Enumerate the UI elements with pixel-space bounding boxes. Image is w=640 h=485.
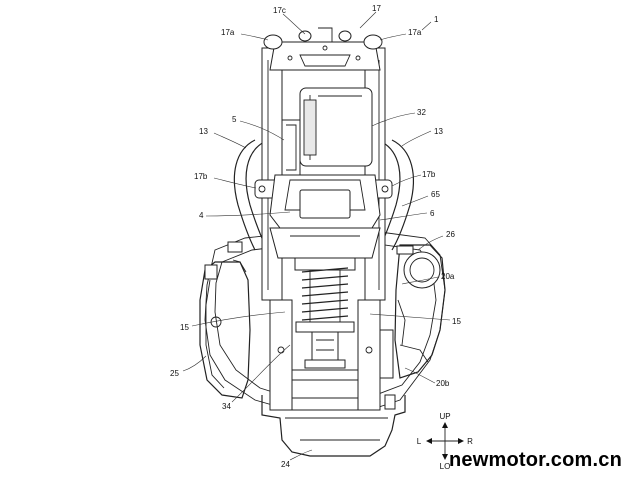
watermark-text: newmotor.com.cn <box>448 449 622 471</box>
left-crankcase-cover <box>199 241 251 399</box>
label-13-right: 13 <box>434 127 443 136</box>
label-13-left: 13 <box>199 127 208 136</box>
label-5: 5 <box>232 115 237 124</box>
air-cleaner <box>299 87 373 167</box>
label-17a-left: 17a <box>221 28 235 37</box>
direction-lo-label: LO <box>440 462 451 471</box>
lower-frame-links <box>269 299 381 411</box>
label-4: 4 <box>199 211 204 220</box>
direction-right-label: R <box>467 437 473 446</box>
label-17: 17 <box>372 4 381 13</box>
cylinder-block <box>269 119 381 259</box>
label-6: 6 <box>430 209 435 218</box>
label-17a-right: 17a <box>408 28 422 37</box>
reference-numerals: 1 17c 17 17a 17a 5 32 13 13 17b 17b 65 4… <box>170 4 461 469</box>
direction-left-label: L <box>417 437 422 446</box>
label-17b-right: 17b <box>422 170 436 179</box>
label-15-left: 15 <box>180 323 189 332</box>
label-34: 34 <box>222 402 231 411</box>
leader-lines <box>182 11 451 461</box>
label-32: 32 <box>417 108 426 117</box>
direction-compass: UP LO L R <box>417 412 473 471</box>
label-17c: 17c <box>273 6 286 15</box>
label-26: 26 <box>446 230 455 239</box>
label-65: 65 <box>431 190 440 199</box>
label-20b: 20b <box>436 379 450 388</box>
label-1: 1 <box>434 15 439 24</box>
direction-up-label: UP <box>439 412 450 421</box>
label-17b-left: 17b <box>194 172 208 181</box>
label-15-right: 15 <box>452 317 461 326</box>
label-20a: 20a <box>441 272 455 281</box>
right-crankcase-cover <box>372 244 446 379</box>
rear-shock-absorber <box>294 257 356 369</box>
label-24: 24 <box>281 460 290 469</box>
label-25: 25 <box>170 369 179 378</box>
